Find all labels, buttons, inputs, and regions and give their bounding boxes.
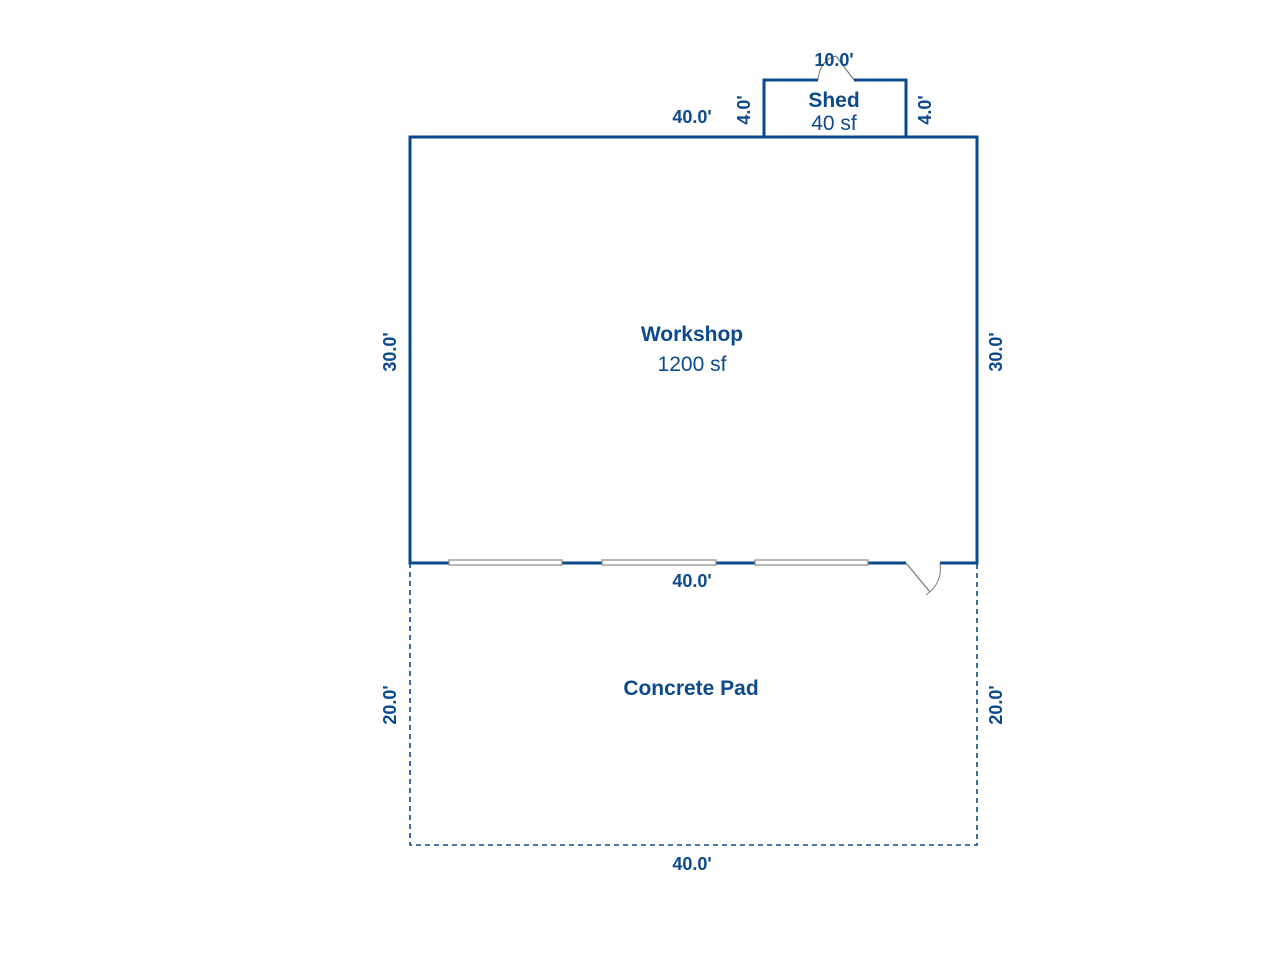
workshop-top-dimension: 40.0' bbox=[672, 107, 711, 127]
window-icon[interactable] bbox=[601, 559, 717, 566]
pad-bottom-dimension: 40.0' bbox=[672, 854, 711, 874]
door-swing-icon[interactable] bbox=[905, 559, 941, 596]
shed-door-leaf bbox=[835, 55, 855, 81]
door-swing-icon[interactable] bbox=[817, 55, 855, 83]
workshop-right-dimension: 30.0' bbox=[986, 332, 1006, 371]
window-icon[interactable] bbox=[754, 559, 869, 566]
shed-left-dimension: 4.0' bbox=[734, 95, 754, 124]
pad-left-dimension: 20.0' bbox=[380, 685, 400, 724]
shed-top-dimension: 10.0' bbox=[814, 50, 853, 70]
door-arc bbox=[925, 562, 941, 596]
shed-right-dimension: 4.0' bbox=[915, 95, 935, 124]
workshop-bottom-dimension: 40.0' bbox=[672, 571, 711, 591]
workshop-area: 1200 sf bbox=[658, 353, 727, 376]
shed-name: Shed bbox=[808, 89, 859, 112]
workshop[interactable] bbox=[408, 135, 979, 565]
workshop-left-dimension: 30.0' bbox=[380, 332, 400, 371]
window-icon[interactable] bbox=[448, 559, 563, 566]
workshop-walls bbox=[408, 135, 979, 565]
pad-right-dimension: 20.0' bbox=[986, 685, 1006, 724]
window-icon[interactable] bbox=[754, 559, 869, 566]
workshop-name: Workshop bbox=[641, 323, 743, 346]
window-icon[interactable] bbox=[601, 559, 717, 566]
concrete-pad[interactable] bbox=[409, 563, 978, 846]
shed-area: 40 sf bbox=[811, 112, 857, 135]
shed-door-opening bbox=[818, 77, 854, 83]
door-leaf bbox=[905, 562, 931, 593]
concrete-pad-name: Concrete Pad bbox=[623, 677, 758, 700]
door-opening bbox=[906, 559, 940, 566]
window-icon[interactable] bbox=[448, 559, 563, 566]
shed-door-arc bbox=[817, 55, 837, 81]
concrete-pad-outline bbox=[409, 563, 978, 846]
